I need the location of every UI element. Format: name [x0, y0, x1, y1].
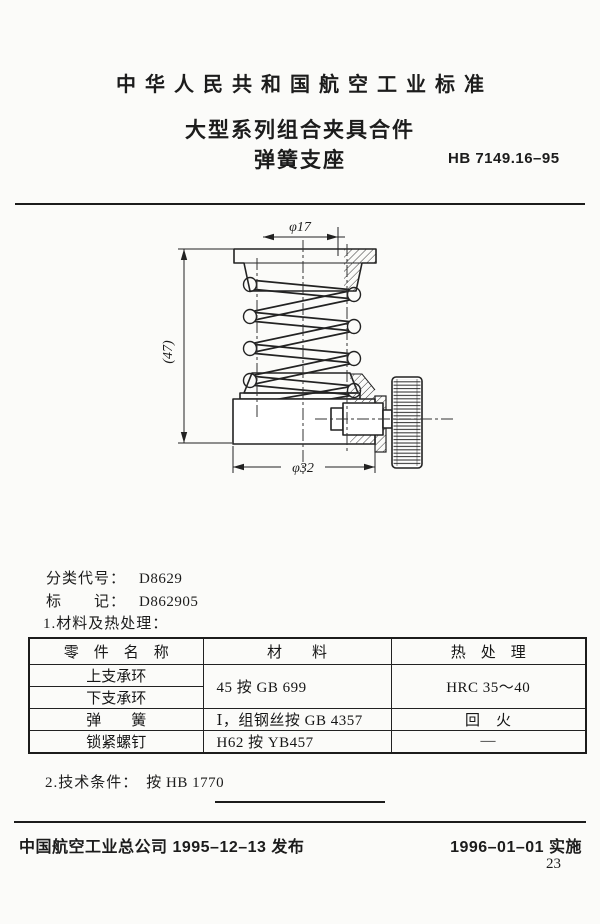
subtitle-series: 大型系列组合夹具合件: [185, 119, 415, 142]
table-header-row: 零 件 名 称 材 料 热 处 理: [28, 637, 587, 665]
classification-value: D8629: [139, 571, 183, 587]
col-header-part: 零 件 名 称: [28, 637, 204, 665]
subtitle-part-name: 弹簧支座: [254, 149, 346, 172]
mark-value: D862905: [139, 594, 199, 610]
materials-table: 零 件 名 称 材 料 热 处 理 上支承环 45 按 GB 699 HRC 3…: [28, 637, 587, 754]
classification-line: 分类代号： D8629: [46, 567, 182, 588]
cell-material: H62 按 YB457: [202, 730, 392, 754]
table-row: 弹 簧 Ⅰ，组钢丝按 GB 4357 回 火: [28, 708, 587, 731]
header-divider: [15, 203, 585, 205]
mark-label: 标 记：: [46, 594, 127, 610]
cell-part: 锁紧螺钉: [28, 730, 204, 754]
cell-heat: HRC 35～40: [390, 664, 587, 709]
cell-material: Ⅰ，组钢丝按 GB 4357: [202, 708, 392, 731]
cell-heat: —: [390, 730, 587, 754]
implementation-date: 1996–01–01 实施: [450, 839, 582, 856]
dim-label-height: (47): [161, 340, 176, 364]
classification-label: 分类代号：: [46, 571, 127, 587]
cell-material: 45 按 GB 699: [202, 664, 392, 709]
cell-part: 弹 簧: [28, 708, 204, 731]
standard-number: HB 7149.16–95: [448, 150, 560, 167]
dim-label-top-diameter: φ17: [289, 220, 312, 235]
section2-value: 按 HB 1770: [146, 775, 225, 791]
dimension-top-diameter: φ17: [263, 220, 345, 256]
footer-divider: [14, 821, 586, 823]
knurled-knob: [391, 376, 423, 469]
cell-part: 下支承环: [28, 686, 204, 709]
col-header-material: 材 料: [202, 637, 392, 665]
cell-part: 上支承环: [28, 664, 204, 687]
spring-coil: [242, 276, 362, 417]
upper-support-ring: [233, 248, 377, 292]
lower-support-ring-base: [232, 372, 376, 445]
section1-title: 1.材料及热处理：: [43, 616, 169, 632]
table-row: 锁紧螺钉 H62 按 YB457 —: [28, 730, 587, 754]
section2-title: 2.技术条件：: [45, 775, 139, 791]
mark-line: 标 记： D862905: [46, 590, 198, 611]
col-header-heat: 热 处 理: [390, 637, 587, 665]
issuer-and-issue-date: 中国航空工业总公司 1995–12–13 发布: [19, 839, 305, 856]
centerlines: [256, 240, 453, 474]
page-number: 23: [546, 856, 561, 872]
dimension-bottom-diameter: φ32: [232, 446, 376, 476]
dimension-overall-height: (47): [161, 248, 240, 444]
page-title: 中华人民共和国航空工业标准: [116, 74, 493, 96]
section2-line: 2.技术条件： 按 HB 1770: [45, 771, 224, 792]
table-row: 上支承环 45 按 GB 699 HRC 35～40: [28, 664, 587, 709]
lock-screw: [330, 376, 423, 469]
end-divider: [215, 801, 385, 803]
cell-heat: 回 火: [390, 708, 587, 731]
dim-label-bottom-diameter: φ32: [292, 461, 314, 476]
